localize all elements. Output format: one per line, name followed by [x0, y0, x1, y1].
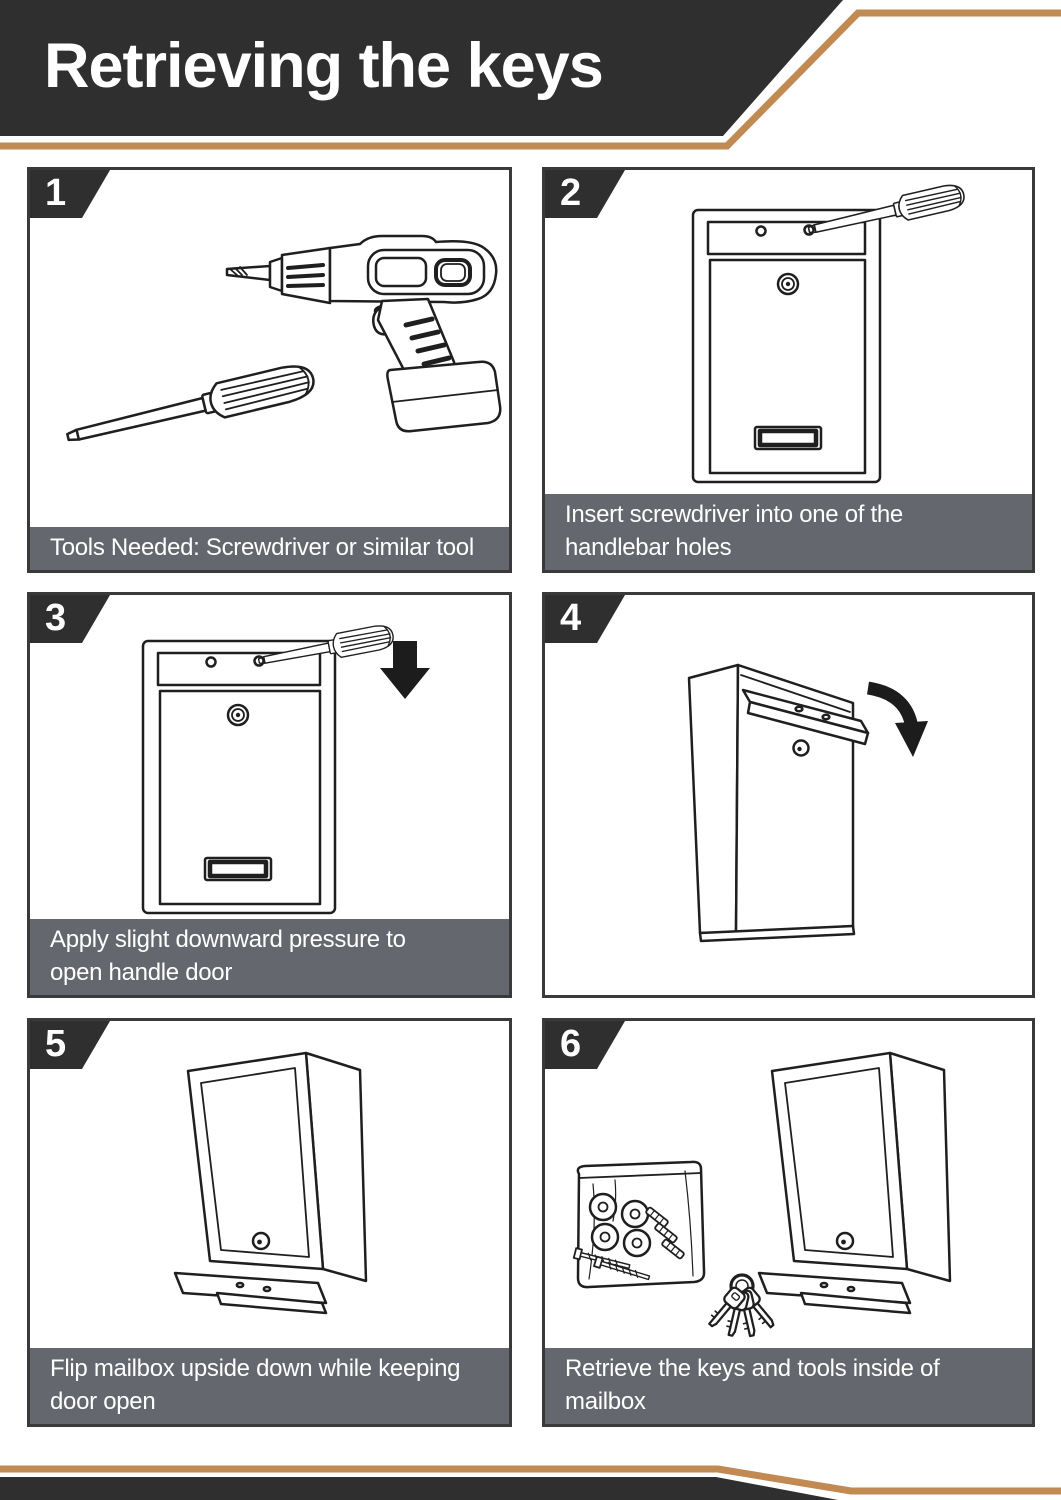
page-title: Retrieving the keys — [44, 31, 604, 101]
hardware-bag — [572, 1160, 706, 1289]
step-panel-5: 5 Flip mailbox upside down while keeping… — [27, 1018, 512, 1427]
hardware-bag-keys-mailbox-illustration — [572, 1051, 952, 1338]
step-caption: Retrieve the keys and tools inside of ma… — [545, 1348, 1032, 1424]
down-arrow-icon — [380, 641, 430, 699]
step-caption: Apply slight downward pressure to open h… — [30, 919, 509, 995]
footer-banner-graphic — [0, 1465, 1061, 1500]
mailbox-3d-door-opening-illustration — [687, 663, 928, 943]
mailbox-front-screwdriver-illustration — [691, 184, 965, 484]
caption-line: Retrieve the keys and tools inside of — [565, 1355, 940, 1382]
step-panel-1: 1 — [27, 167, 512, 573]
step-number: 5 — [45, 1023, 67, 1065]
caption-line: Insert screwdriver into one of the — [565, 501, 903, 528]
step-number: 1 — [45, 172, 67, 214]
caption-line: mailbox — [565, 1388, 646, 1415]
step-number-badge: 3 — [30, 595, 110, 643]
step-number: 6 — [560, 1023, 582, 1065]
curved-arrow-icon — [866, 681, 919, 730]
caption-line: Tools Needed: Screwdriver or similar too… — [50, 534, 474, 561]
step-panel-3: 3 Apply slight dow — [27, 592, 512, 998]
caption-line: Apply slight downward pressure to — [50, 926, 406, 953]
step-number: 3 — [45, 597, 67, 639]
footer-accent-line — [0, 1465, 1061, 1495]
footer-dark-banner — [0, 1477, 838, 1500]
step-caption: Flip mailbox upside down while keeping d… — [30, 1348, 509, 1424]
step-number: 2 — [560, 172, 582, 214]
step-panel-4: 4 — [542, 592, 1035, 998]
mailbox-upside-down-illustration — [173, 1051, 368, 1315]
mailbox-press-down-illustration — [141, 625, 430, 915]
step-number: 4 — [560, 597, 582, 639]
step-caption: Tools Needed: Screwdriver or similar too… — [30, 527, 509, 570]
curved-arrow-head — [895, 721, 928, 757]
header-dark-banner — [0, 0, 843, 136]
caption-line: Flip mailbox upside down while keeping — [50, 1355, 461, 1382]
header-banner-graphic — [0, 0, 1061, 150]
drill-and-screwdriver-illustration — [66, 234, 502, 442]
caption-line: handlebar holes — [565, 534, 732, 561]
step-panel-6: 6 — [542, 1018, 1035, 1427]
step-panel-2: 2 Insert screwdriver into one of — [542, 167, 1035, 573]
caption-line: open handle door — [50, 959, 233, 986]
step-caption: Insert screwdriver into one of the handl… — [545, 494, 1032, 570]
keys-on-ring — [708, 1273, 775, 1338]
caption-line: door open — [50, 1388, 156, 1415]
header-accent-line — [0, 9, 1061, 150]
